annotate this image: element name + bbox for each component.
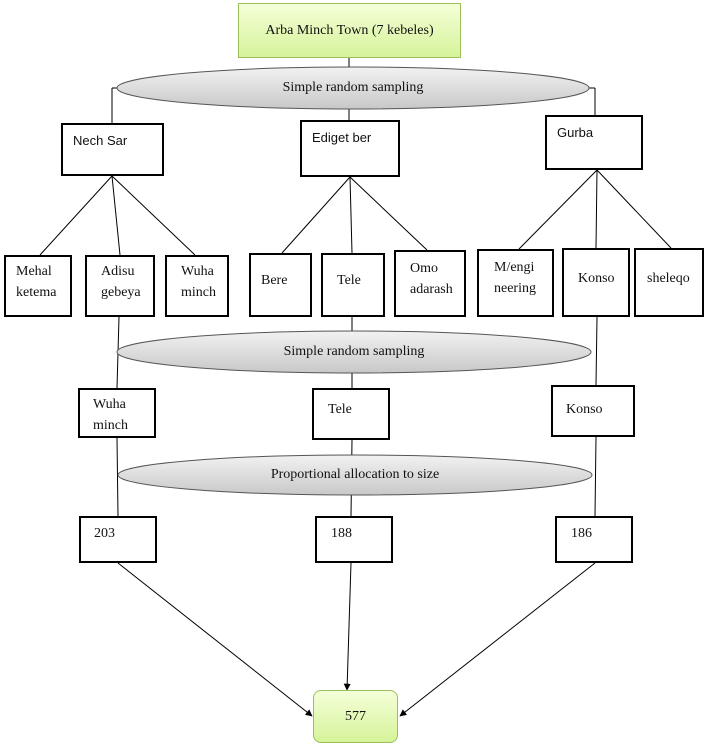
kebele-ediget-ber: Ediget ber (300, 120, 400, 177)
total-sample-size: 577 (313, 690, 398, 743)
sample-size-wuha-minch: 203 (79, 516, 157, 563)
step-label-1: Simple random sampling (282, 80, 424, 95)
ketena-omo-adarash: Omo adarash (394, 250, 466, 317)
ketena-bere: Bere (249, 253, 312, 317)
step-label-2: Simple random sampling (283, 344, 425, 359)
kebele-nech-sar: Nech Sar (61, 123, 164, 176)
selected-tele: Tele (312, 388, 390, 440)
step-oval-1 (116, 66, 590, 110)
ketena-tele: Tele (321, 253, 385, 317)
ketena-mehal-ketema: Mehal ketema (4, 255, 72, 317)
ketena-sheleqo: sheleqo (634, 248, 704, 317)
step-label-3: Proportional allocation to size (270, 467, 440, 482)
step-oval-2 (116, 330, 592, 374)
ketena-adisu-gebeya: Adisu gebeya (85, 255, 155, 317)
sample-size-konso: 186 (555, 516, 633, 563)
selected-wuha-minch: Wuha minch (78, 388, 156, 438)
step-oval-3 (117, 454, 593, 496)
root-node: Arba Minch Town (7 kebeles) (238, 3, 461, 58)
sample-size-tele: 188 (315, 516, 393, 563)
ketena-m-engineering: M/engi neering (477, 249, 554, 317)
selected-konso: Konso (551, 385, 635, 437)
ketena-wuha-minch: Wuha minch (165, 255, 229, 317)
ketena-konso: Konso (562, 248, 630, 317)
kebele-gurba: Gurba (545, 115, 643, 170)
